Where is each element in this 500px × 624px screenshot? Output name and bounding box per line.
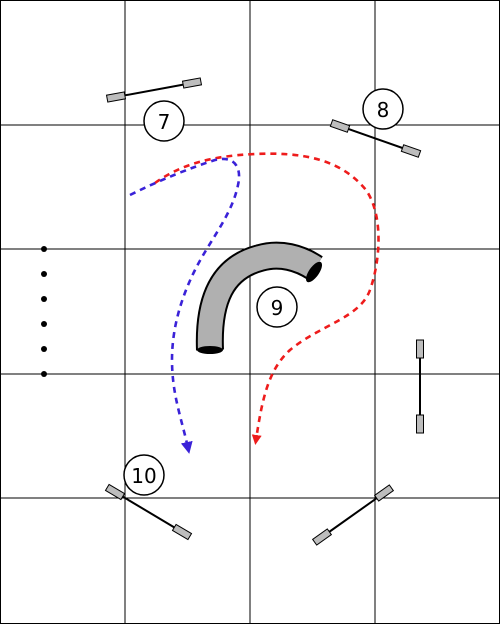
number-circle bbox=[256, 286, 298, 328]
weave-pole bbox=[41, 371, 47, 377]
tunnel-opening-bottom bbox=[197, 346, 223, 354]
weave-poles bbox=[41, 246, 47, 377]
jump-unnumbered-right bbox=[416, 339, 424, 434]
weave-pole bbox=[41, 346, 47, 352]
weave-pole bbox=[41, 296, 47, 302]
weave-pole bbox=[41, 321, 47, 327]
tunnel-9 bbox=[195, 241, 323, 354]
jump-standard bbox=[373, 484, 395, 502]
jump-standard bbox=[400, 144, 422, 158]
obstacle-number-9: 9 bbox=[256, 286, 298, 328]
jump-unnumbered-bottom-right bbox=[311, 484, 395, 546]
weave-pole bbox=[41, 271, 47, 277]
weave-pole bbox=[41, 246, 47, 252]
obstacle-number-8: 8 bbox=[362, 88, 404, 130]
number-circle bbox=[143, 100, 185, 142]
number-label: 7 bbox=[158, 110, 171, 134]
number-label: 10 bbox=[131, 464, 156, 488]
number-circle bbox=[123, 454, 165, 496]
jump-bar bbox=[114, 491, 183, 533]
number-circle bbox=[362, 88, 404, 130]
blue-route-path bbox=[129, 157, 241, 454]
jump-10 bbox=[104, 483, 193, 541]
jump-standard bbox=[416, 414, 424, 434]
jump-standard bbox=[171, 523, 193, 541]
jump-8 bbox=[329, 119, 422, 158]
jump-standard bbox=[105, 91, 127, 103]
jump-standard bbox=[311, 528, 333, 546]
number-label: 8 bbox=[377, 98, 390, 122]
jump-7 bbox=[105, 77, 203, 103]
jump-standard bbox=[104, 483, 126, 501]
jump-bar bbox=[115, 82, 193, 98]
jump-bar bbox=[321, 492, 385, 538]
tunnel-opening-top bbox=[305, 261, 323, 283]
red-route-path bbox=[154, 152, 380, 445]
jump-bar bbox=[339, 125, 412, 152]
tunnel-fill bbox=[197, 243, 322, 351]
number-label: 9 bbox=[271, 296, 284, 320]
obstacle-number-10: 10 bbox=[123, 454, 165, 496]
jump-standard bbox=[416, 339, 424, 359]
jump-standard bbox=[329, 119, 351, 133]
jump-standard bbox=[181, 77, 203, 89]
obstacle-number-7: 7 bbox=[143, 100, 185, 142]
